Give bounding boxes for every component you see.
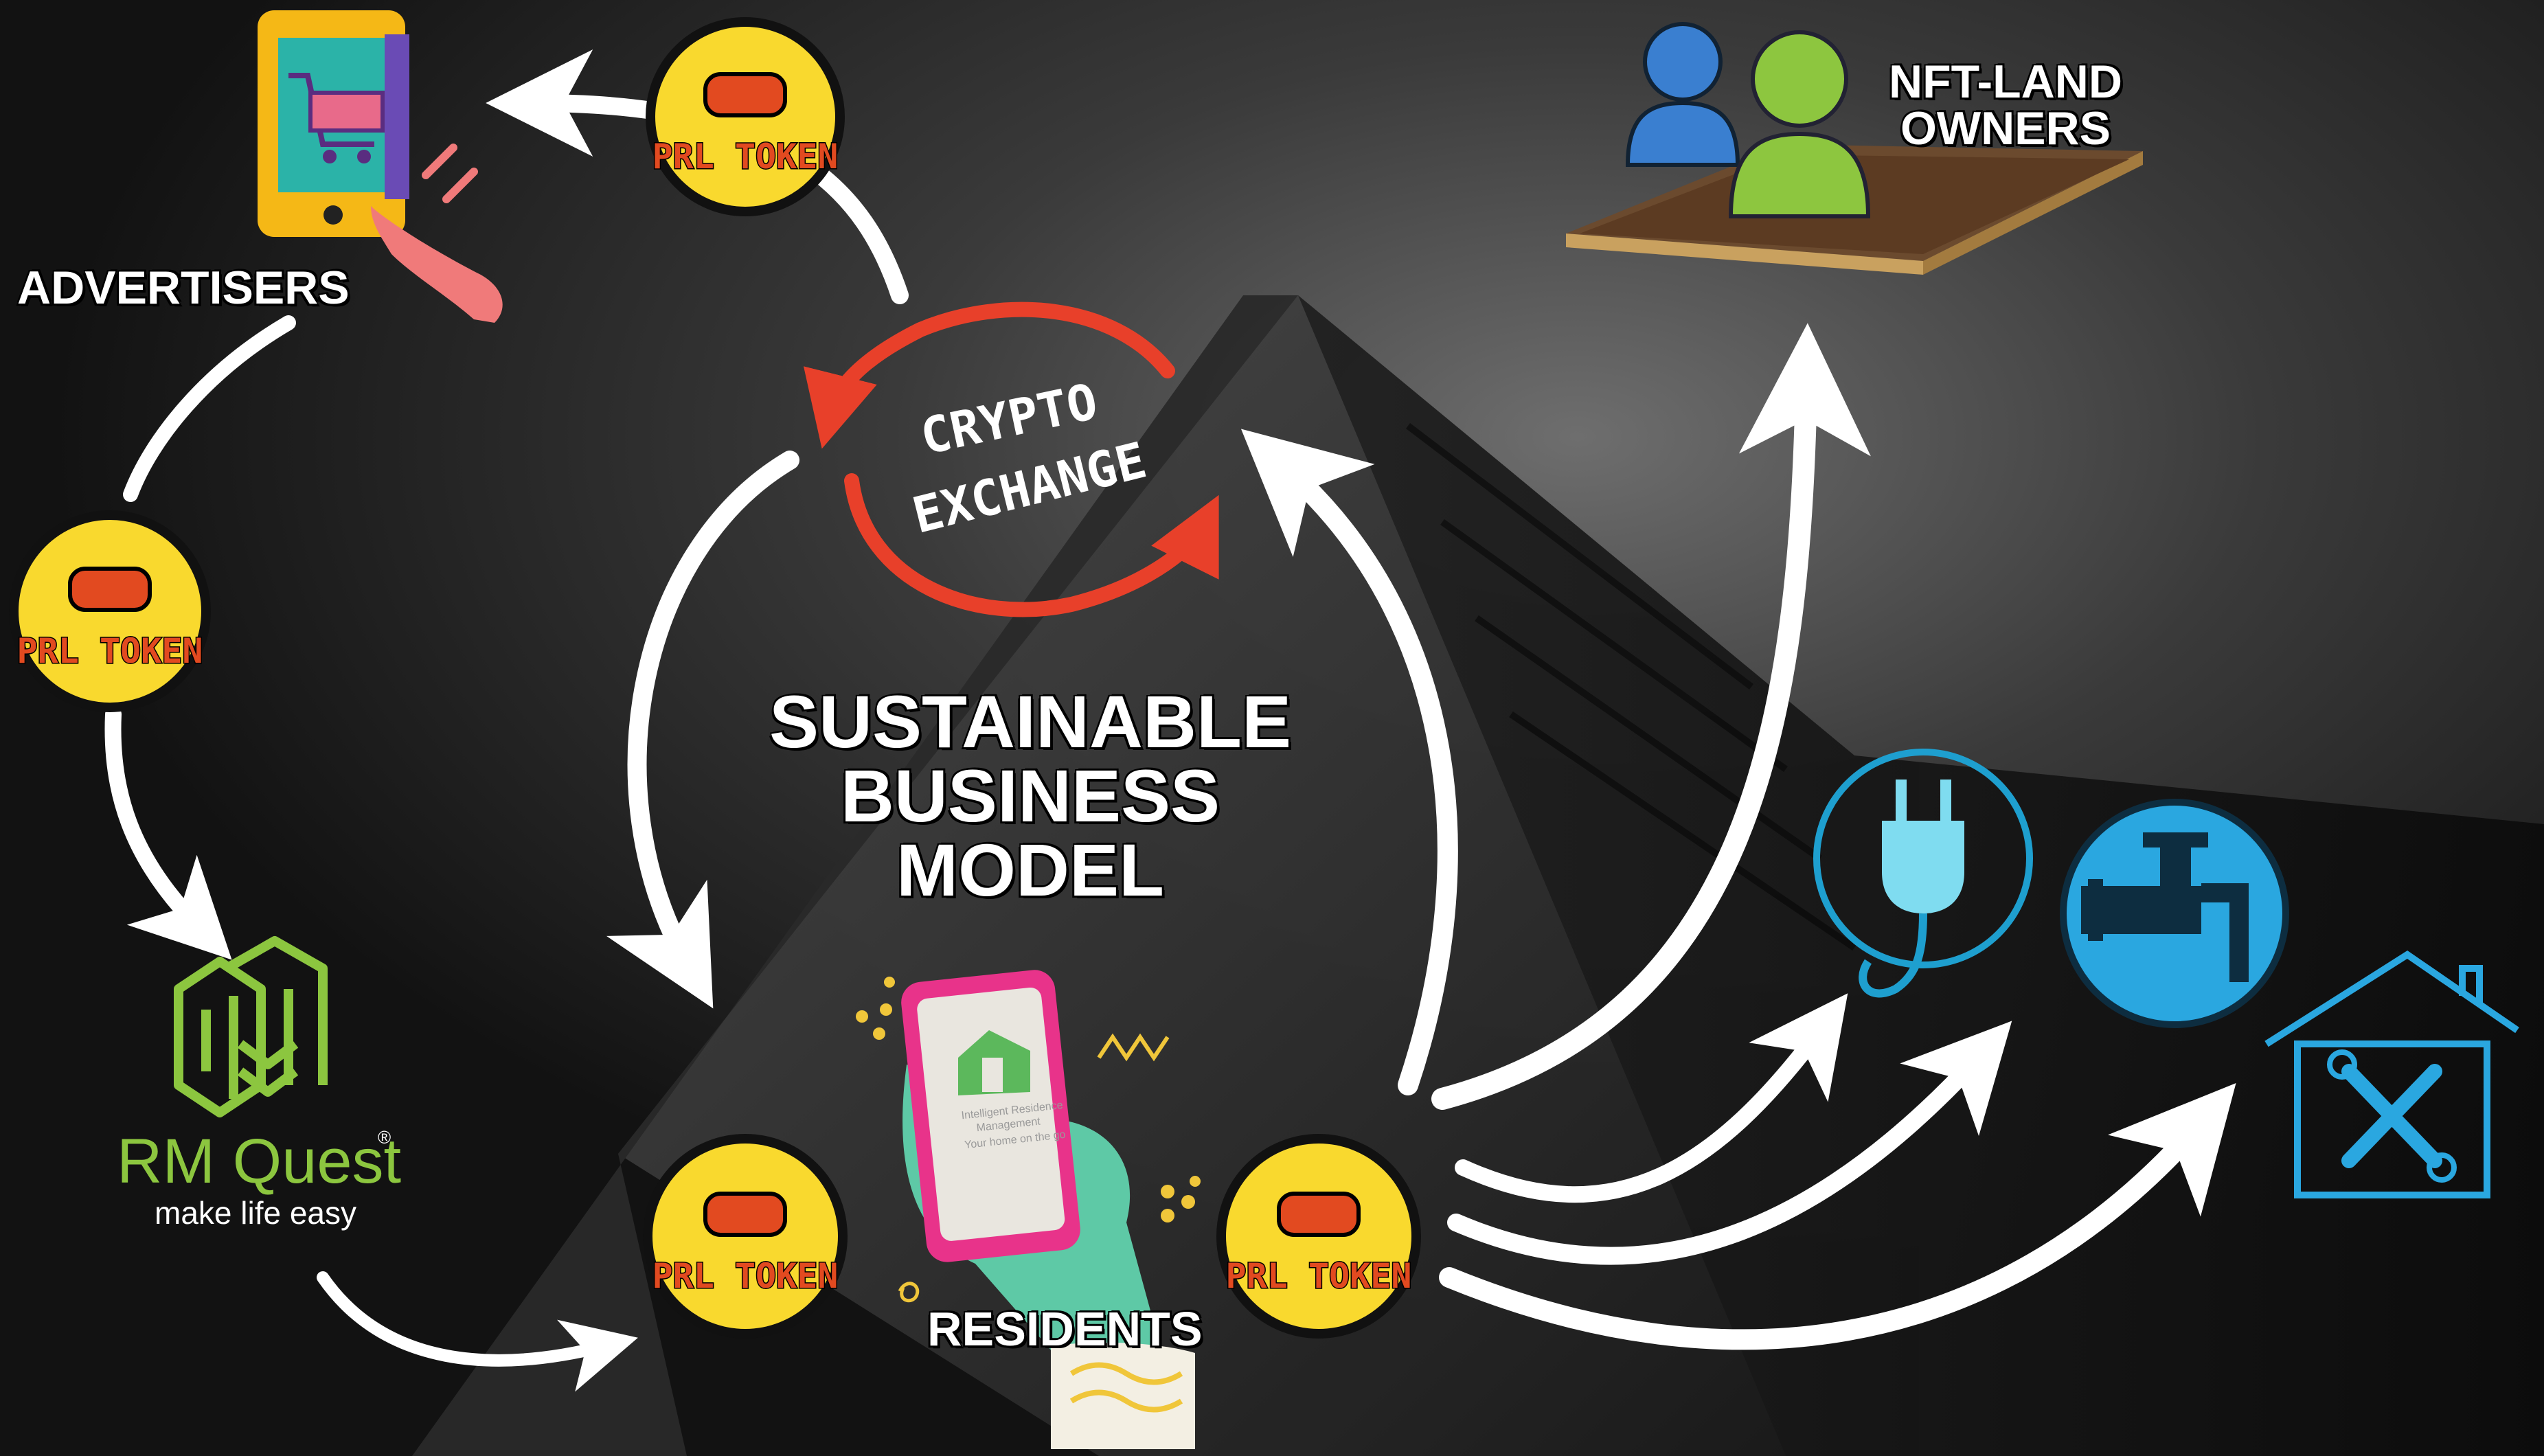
coin-label-bottom-right: PRL TOKEN — [1226, 1256, 1412, 1296]
coin-label-top: PRL TOKEN — [652, 137, 839, 177]
rm-quest-tagline: make life easy — [155, 1195, 356, 1231]
nft-land-owners-icon — [1566, 22, 2143, 275]
electricity-plug-icon — [1813, 749, 2033, 998]
rm-quest-registered: ® — [378, 1127, 391, 1148]
prl-token-coin-left: PRL TOKEN — [9, 510, 211, 712]
coin-label-left: PRL TOKEN — [17, 631, 203, 671]
residents-label: RESIDENTS — [927, 1302, 1203, 1356]
prl-token-coin-bottom-left: PRL TOKEN — [643, 1134, 848, 1339]
rm-quest-text: RM Quest ® make life easy — [117, 1126, 401, 1231]
nft-label-line-2: OWNERS — [1900, 102, 2111, 155]
prl-token-coin-top: PRL TOKEN — [646, 17, 845, 216]
crypto-exchange-cycle — [804, 302, 1219, 617]
confetti-decor — [856, 977, 1201, 1303]
diagram-title: SUSTAINABLE BUSINESS MODEL — [721, 680, 1339, 920]
advertisers-phone-icon — [258, 10, 503, 323]
rm-quest-logo — [174, 936, 328, 1117]
nft-label-line-1: NFT-LAND — [1889, 56, 2122, 108]
title-line-3: MODEL — [896, 828, 1164, 911]
advertisers-label: ADVERTISERS — [17, 262, 350, 314]
rm-quest-brand: RM Quest — [117, 1126, 401, 1196]
coin-label-bottom-left: PRL TOKEN — [652, 1256, 839, 1296]
residents-phone-icon — [901, 970, 1195, 1449]
prl-token-coin-bottom-right: PRL TOKEN — [1216, 1134, 1421, 1339]
nft-land-owners-label: NFT-LAND OWNERS — [1868, 58, 2143, 152]
title-line-2: BUSINESS — [840, 754, 1220, 837]
home-repair-icon — [2264, 951, 2519, 1198]
title-line-1: SUSTAINABLE — [769, 680, 1291, 763]
water-tap-icon — [2060, 799, 2289, 1028]
